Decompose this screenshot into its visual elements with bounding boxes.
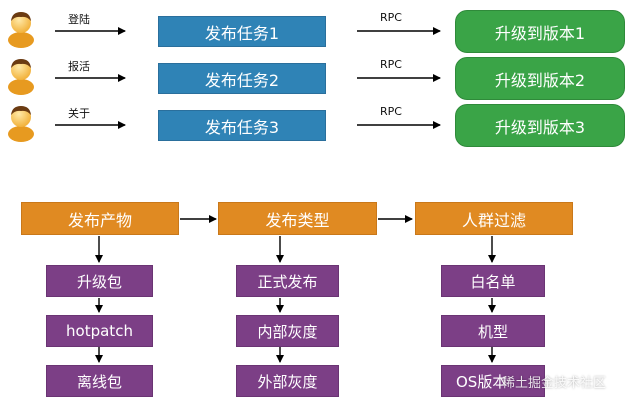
watermark-text: 稀土掘金技术社区	[502, 376, 607, 391]
rpc-label: RPC	[380, 58, 402, 71]
category-item: 升级包	[46, 265, 153, 297]
user-action-label: 登陆	[68, 13, 90, 26]
category-item: 离线包	[46, 365, 153, 397]
version-box: 升级到版本1	[455, 10, 625, 53]
category-item: 机型	[441, 315, 545, 347]
category-item: 内部灰度	[236, 315, 339, 347]
task-box: 发布任务3	[158, 110, 326, 141]
category-box: 人群过滤	[415, 202, 573, 235]
user-avatar-icon	[8, 59, 34, 95]
user-action-label: 关于	[68, 107, 90, 120]
category-item: 正式发布	[236, 265, 339, 297]
category-item: OS版本	[441, 365, 545, 397]
category-item: 外部灰度	[236, 365, 339, 397]
version-box: 升级到版本3	[455, 104, 625, 147]
task-box: 发布任务1	[158, 16, 326, 47]
category-box: 发布产物	[21, 202, 179, 235]
user-action-label: 报活	[68, 60, 90, 73]
task-box: 发布任务2	[158, 63, 326, 94]
rpc-label: RPC	[380, 105, 402, 118]
user-avatar-icon	[8, 12, 34, 48]
category-item: 白名单	[441, 265, 545, 297]
category-item: hotpatch	[46, 315, 153, 347]
category-box: 发布类型	[218, 202, 377, 235]
user-avatar-icon	[8, 106, 34, 142]
version-box: 升级到版本2	[455, 57, 625, 100]
rpc-label: RPC	[380, 11, 402, 24]
